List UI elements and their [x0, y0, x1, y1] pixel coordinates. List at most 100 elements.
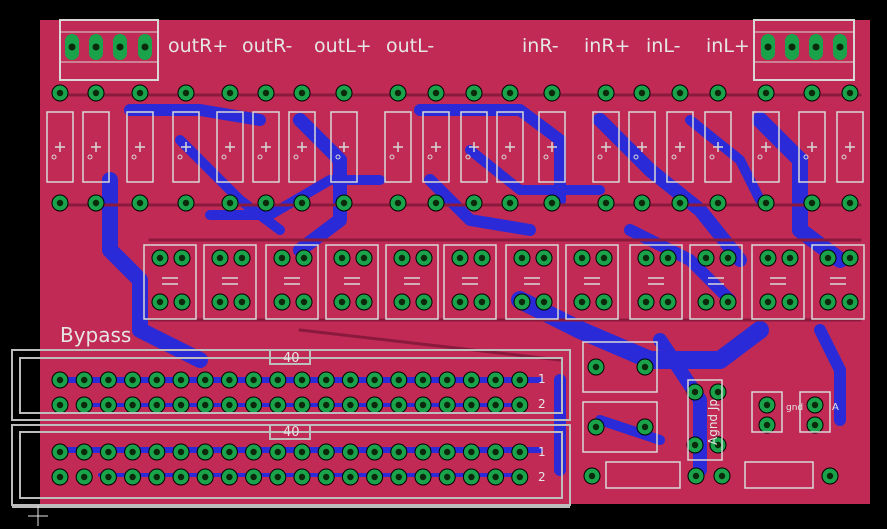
- polarity-dot: [501, 154, 507, 160]
- capacitor-pad: [819, 293, 837, 311]
- capacitor-pad: [233, 249, 251, 267]
- test-pad: [806, 396, 824, 414]
- polarity-dot: [87, 154, 93, 160]
- capacitor-pad: [759, 249, 777, 267]
- resistor-pad: [427, 84, 445, 102]
- capacitor-pad: [636, 418, 654, 436]
- terminal-label: inL+: [706, 35, 750, 57]
- capacitor-pad: [473, 249, 491, 267]
- capacitor-pad: [415, 293, 433, 311]
- connector-value-top: 40: [283, 351, 300, 366]
- capacitor-outline: [203, 244, 257, 320]
- gnd-pad: [758, 416, 776, 434]
- capacitor-outline: [385, 244, 439, 320]
- jumper-pad: [686, 436, 704, 454]
- header-pin-pad: [99, 468, 117, 486]
- header-pin-pad: [511, 396, 529, 414]
- polarity-dot: [131, 154, 137, 160]
- resistor-pad: [335, 194, 353, 212]
- capacitor-outline: [265, 244, 319, 320]
- header-pin-pad: [293, 468, 311, 486]
- resistor-pad: [51, 194, 69, 212]
- capacitor-pad: [415, 249, 433, 267]
- header-pin-pad: [511, 371, 529, 389]
- resistor-pad: [501, 84, 519, 102]
- header-pin-pad: [293, 371, 311, 389]
- resistor-pad: [427, 194, 445, 212]
- capacitor-pad: [393, 249, 411, 267]
- polarity-dot: [803, 154, 809, 160]
- header-pin-pad: [75, 371, 93, 389]
- capacitor-pad: [513, 293, 531, 311]
- resistor-body: [460, 111, 488, 183]
- resistor-pad: [597, 194, 615, 212]
- header-pin-pad: [438, 396, 456, 414]
- resistor-pad: [597, 84, 615, 102]
- resistor-pad: [687, 467, 705, 485]
- header-pin-pad: [462, 371, 480, 389]
- resistor-pad: [465, 84, 483, 102]
- header-pin-pad: [462, 468, 480, 486]
- capacitor-pad: [151, 249, 169, 267]
- header-pin-pad: [462, 443, 480, 461]
- header-pin-pad: [220, 396, 238, 414]
- header-pin-pad: [75, 468, 93, 486]
- resistor-body: [216, 111, 244, 183]
- header-pin-pad: [293, 443, 311, 461]
- header-pin-pad: [172, 396, 190, 414]
- capacitor-pad: [759, 293, 777, 311]
- resistor-pad: [543, 84, 561, 102]
- capacitor-pad: [451, 249, 469, 267]
- terminal-label: inL-: [646, 35, 680, 57]
- polarity-dot: [465, 154, 471, 160]
- header-pin-pad: [196, 468, 214, 486]
- terminal-label: outL+: [314, 35, 372, 57]
- resistor-body: [704, 111, 732, 183]
- resistor-pad: [389, 84, 407, 102]
- header-pin-pad: [196, 443, 214, 461]
- capacitor-pad: [355, 293, 373, 311]
- polarity-dot: [671, 154, 677, 160]
- polarity-dot: [389, 154, 395, 160]
- capacitor-pad: [393, 293, 411, 311]
- terminal-block-right: [753, 19, 855, 81]
- pad-group: [51, 34, 859, 486]
- capacitor-pad: [211, 293, 229, 311]
- header-pin-pad: [196, 396, 214, 414]
- capacitor-outline: [751, 244, 805, 320]
- capacitor-outline: [325, 244, 379, 320]
- header-pin-pad: [366, 396, 384, 414]
- header-pin-pad: [366, 371, 384, 389]
- polarity-dot: [543, 154, 549, 160]
- capacitor-pad: [595, 249, 613, 267]
- header-pin-pad: [245, 468, 263, 486]
- capacitor-pad: [273, 249, 291, 267]
- header-pin-pad: [172, 371, 190, 389]
- capacitor-outline: [629, 244, 683, 320]
- header-pin-pad: [245, 443, 263, 461]
- pin-label-1-top: 1: [538, 372, 546, 386]
- header-pin-pad: [390, 443, 408, 461]
- resistor-body: [496, 111, 524, 183]
- capacitor-outline: [689, 244, 743, 320]
- header-pin-pad: [220, 371, 238, 389]
- header-pin-pad: [269, 396, 287, 414]
- resistor-body: [592, 111, 620, 183]
- resistor-pad: [257, 84, 275, 102]
- resistor-pad: [465, 194, 483, 212]
- header-pin-pad: [124, 396, 142, 414]
- agnd-jumper-label: Agnd Jp: [706, 399, 720, 445]
- capacitor-row: [143, 244, 865, 320]
- resistor-pad: [757, 194, 775, 212]
- terminal-label: inR-: [522, 35, 559, 57]
- header-pin-pad: [438, 371, 456, 389]
- resistor-pad: [709, 84, 727, 102]
- capacitor-outline: [443, 244, 497, 320]
- origin-cross-icon: [28, 506, 48, 526]
- capacitor-pad: [697, 249, 715, 267]
- resistor-pad: [87, 194, 105, 212]
- resistor-body: [628, 111, 656, 183]
- resistor-pad: [803, 84, 821, 102]
- resistor-body: [46, 111, 74, 183]
- resistor-pad: [841, 84, 859, 102]
